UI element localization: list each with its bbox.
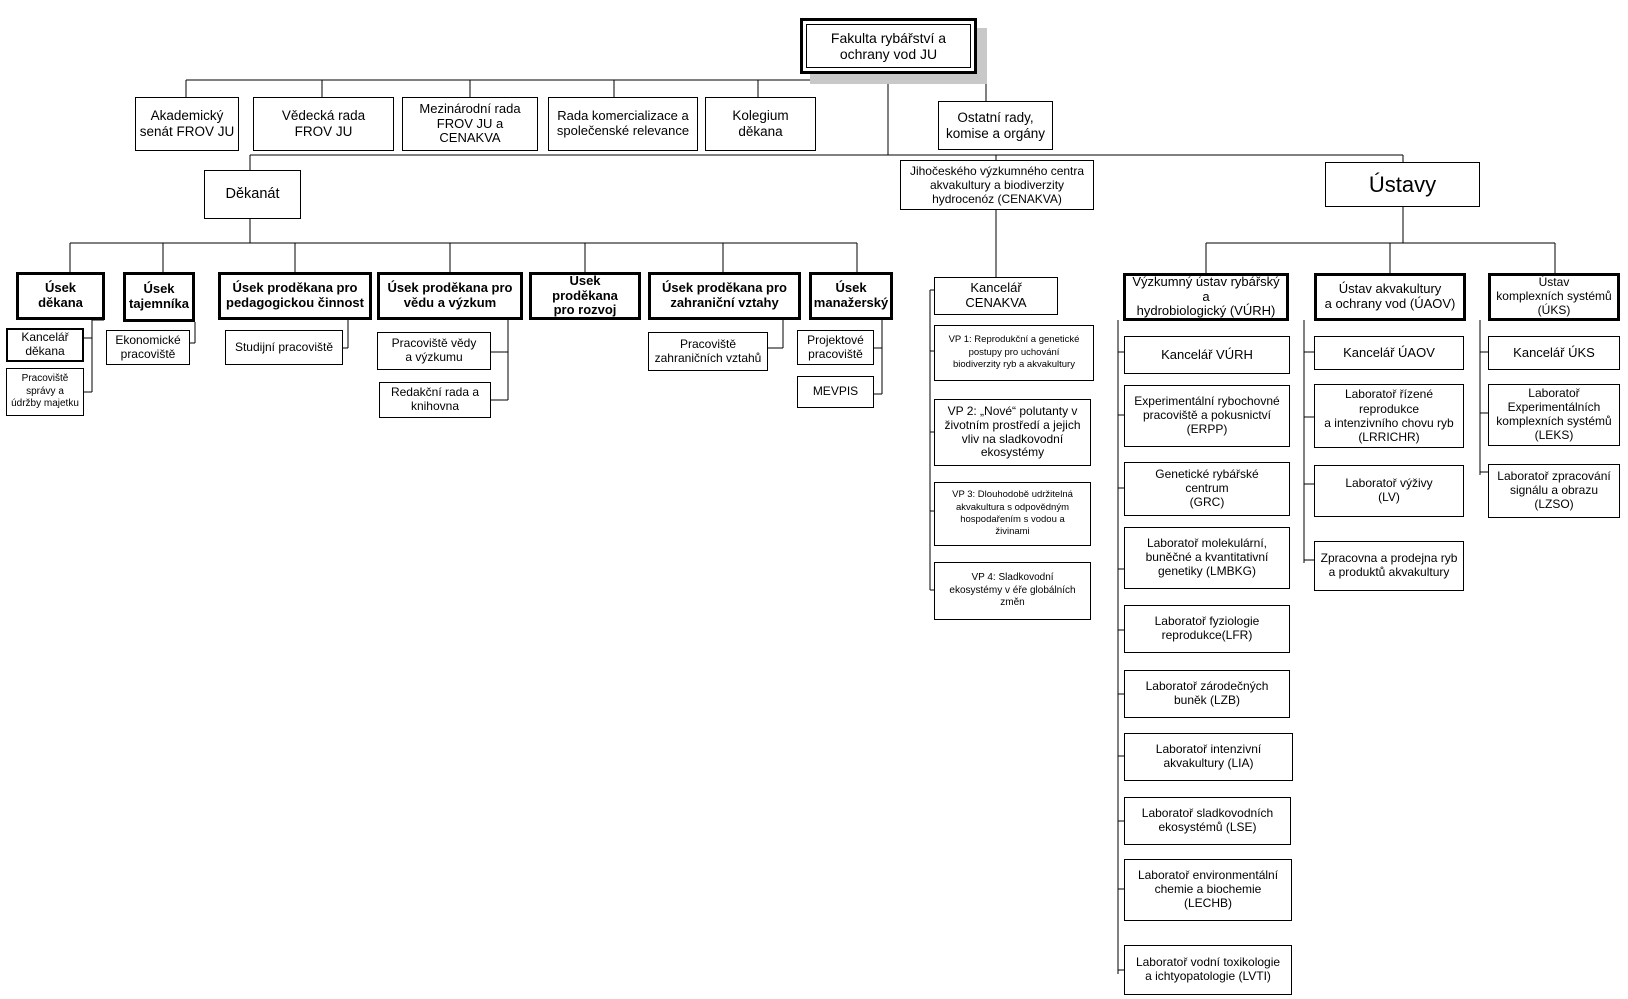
node-vedecka-rada: Vědecká rada FROV JU	[253, 97, 394, 151]
node-cenakva: Jihočeského výzkumného centra akvakultur…	[900, 160, 1094, 210]
vurh-item: Kancelář VÚRH	[1124, 336, 1290, 374]
vurh-item: Laboratoř zárodečných buněk (LZB)	[1124, 670, 1290, 718]
node-vp1: VP 1: Reprodukční a genetické postupy pr…	[934, 325, 1094, 381]
node-usek-pedagog: Úsek proděkana pro pedagogickou činnost	[218, 272, 372, 320]
node-mevpis: MEVPIS	[797, 376, 874, 408]
node-usek-dekana: Úsek děkana	[16, 272, 105, 320]
root-node: Fakulta rybářství a ochrany vod JU	[800, 18, 977, 74]
vurh-item: Laboratoř intenzivní akvakultury (LIA)	[1124, 733, 1293, 781]
uaov-item: Laboratoř řízené reprodukce a intenzivní…	[1314, 384, 1464, 448]
uaov-item: Zpracovna a prodejna ryb a produktů akva…	[1314, 541, 1464, 591]
vurh-item: Genetické rybářské centrum (GRC)	[1124, 462, 1290, 516]
node-rada-komercializace: Rada komercializace a společenské releva…	[548, 97, 698, 151]
node-projektove-pracoviste: Projektové pracoviště	[797, 330, 874, 365]
node-pracoviste-vedy: Pracoviště vědy a výzkumu	[377, 332, 491, 370]
node-kancelar-cenakva: Kancelář CENAKVA	[934, 277, 1058, 315]
uaov-item: Kancelář ÚAOV	[1314, 336, 1464, 370]
node-usek-zahranicni: Úsek proděkana pro zahraniční vztahy	[648, 272, 801, 320]
node-usek-tajemnika: Úsek tajemníka	[123, 272, 195, 322]
vurh-item: Laboratoř fyziologie reprodukce(LFR)	[1124, 605, 1290, 653]
vurh-item: Experimentální rybochovné pracoviště a p…	[1124, 385, 1290, 447]
node-dekanat: Děkanát	[204, 170, 301, 219]
node-usek-rozvoj: Úsek proděkana pro rozvoj	[529, 272, 641, 320]
node-vp2: VP 2: „Nové“ polutanty v životním prostř…	[934, 399, 1091, 466]
node-ustavy: Ústavy	[1325, 162, 1480, 207]
node-vp4: VP 4: Sladkovodní ekosystémy v éře globá…	[934, 562, 1091, 620]
node-ekonomicke-pracoviste: Ekonomické pracoviště	[106, 330, 190, 365]
node-zahranicni-pracoviste: Pracoviště zahraničních vztahů	[648, 332, 768, 371]
node-mezinarodni-rada: Mezinárodní rada FROV JU a CENAKVA	[402, 97, 538, 151]
uaov-item: Laboratoř výživy (LV)	[1314, 465, 1464, 517]
vurh-item: Laboratoř sladkovodních ekosystémů (LSE)	[1124, 797, 1291, 845]
node-redakcni-rada: Redakční rada a knihovna	[379, 382, 491, 418]
node-usek-veda: Úsek proděkana pro vědu a výzkum	[377, 272, 523, 320]
node-vurh: Výzkumný ústav rybářský a hydrobiologick…	[1123, 273, 1289, 321]
node-uaov: Ústav akvakultury a ochrany vod (ÚAOV)	[1314, 273, 1466, 321]
node-vp3: VP 3: Dlouhodobě udržitelná akvakultura …	[934, 482, 1091, 546]
uks-item: Kancelář ÚKS	[1488, 336, 1620, 370]
node-studijni-pracoviste: Studijní pracoviště	[225, 330, 343, 365]
node-ostatni-rady: Ostatní rady, komise a orgány	[938, 101, 1053, 150]
node-uks: Ústav komplexních systémů (ÚKS)	[1488, 273, 1620, 321]
node-akademicky-senat: Akademický senát FROV JU	[135, 97, 239, 151]
node-usek-manazersky: Úsek manažerský	[809, 272, 893, 320]
node-pracoviste-spravy: Pracoviště správy a údržby majetku	[6, 368, 84, 416]
node-kolegium-dekana: Kolegium děkana	[705, 97, 816, 151]
node-kancelar-dekana: Kancelář děkana	[6, 328, 84, 362]
vurh-item: Laboratoř vodní toxikologie a ichtyopato…	[1124, 945, 1292, 995]
vurh-item: Laboratoř environmentální chemie a bioch…	[1124, 859, 1292, 921]
uks-item: Laboratoř zpracování signálu a obrazu (L…	[1488, 464, 1620, 518]
vurh-item: Laboratoř molekulární, buněčné a kvantit…	[1124, 527, 1290, 589]
uks-item: Laboratoř Experimentálních komplexních s…	[1488, 384, 1620, 446]
